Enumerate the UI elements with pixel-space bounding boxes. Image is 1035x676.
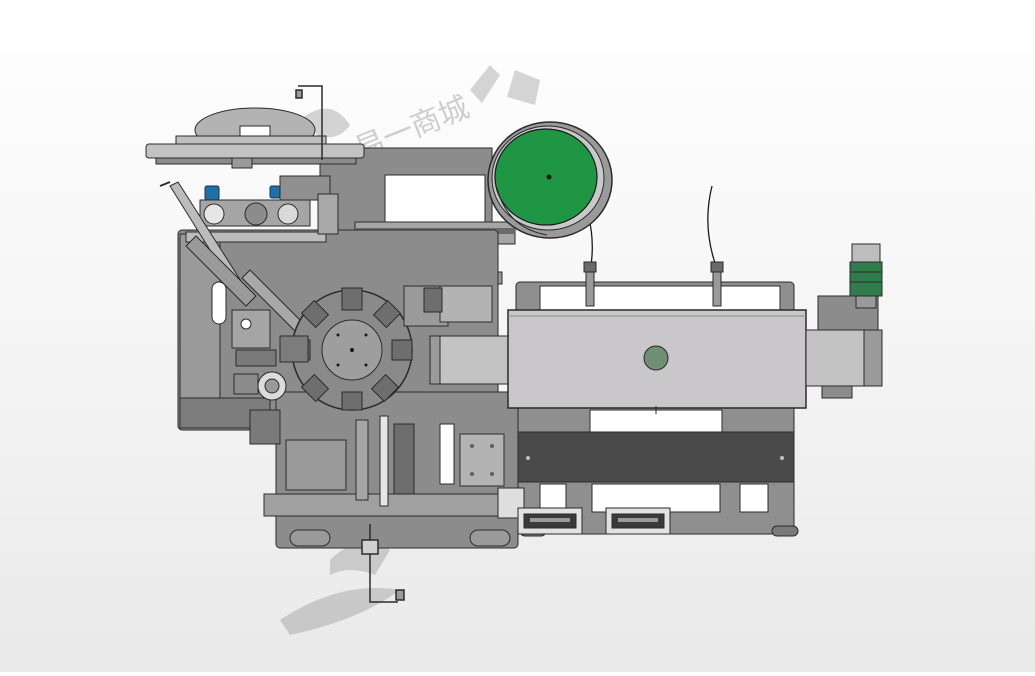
lower-machine-base <box>263 391 525 549</box>
cover-knob <box>643 345 669 371</box>
top-left-hopper <box>145 107 365 169</box>
output-belt <box>805 295 883 399</box>
upright-rod <box>295 85 323 160</box>
dark-belt-section <box>515 431 795 483</box>
output-tray <box>517 507 583 535</box>
output-tray <box>605 507 671 535</box>
output-trays <box>517 507 671 535</box>
station-blocks <box>233 285 493 445</box>
blue-markers <box>204 185 281 201</box>
vibratory-feeder-bowl <box>487 121 613 239</box>
diagonal-chute <box>159 181 311 339</box>
main-conveyor-cover <box>507 309 807 414</box>
top-bridge-frame <box>319 147 516 285</box>
transfer-belt <box>429 335 513 385</box>
rotary-index-table <box>291 287 413 411</box>
sensor-mounts <box>583 261 724 307</box>
roller-assembly <box>185 175 339 243</box>
bottom-outlet-rod <box>361 524 405 603</box>
drive-motor <box>849 243 883 309</box>
